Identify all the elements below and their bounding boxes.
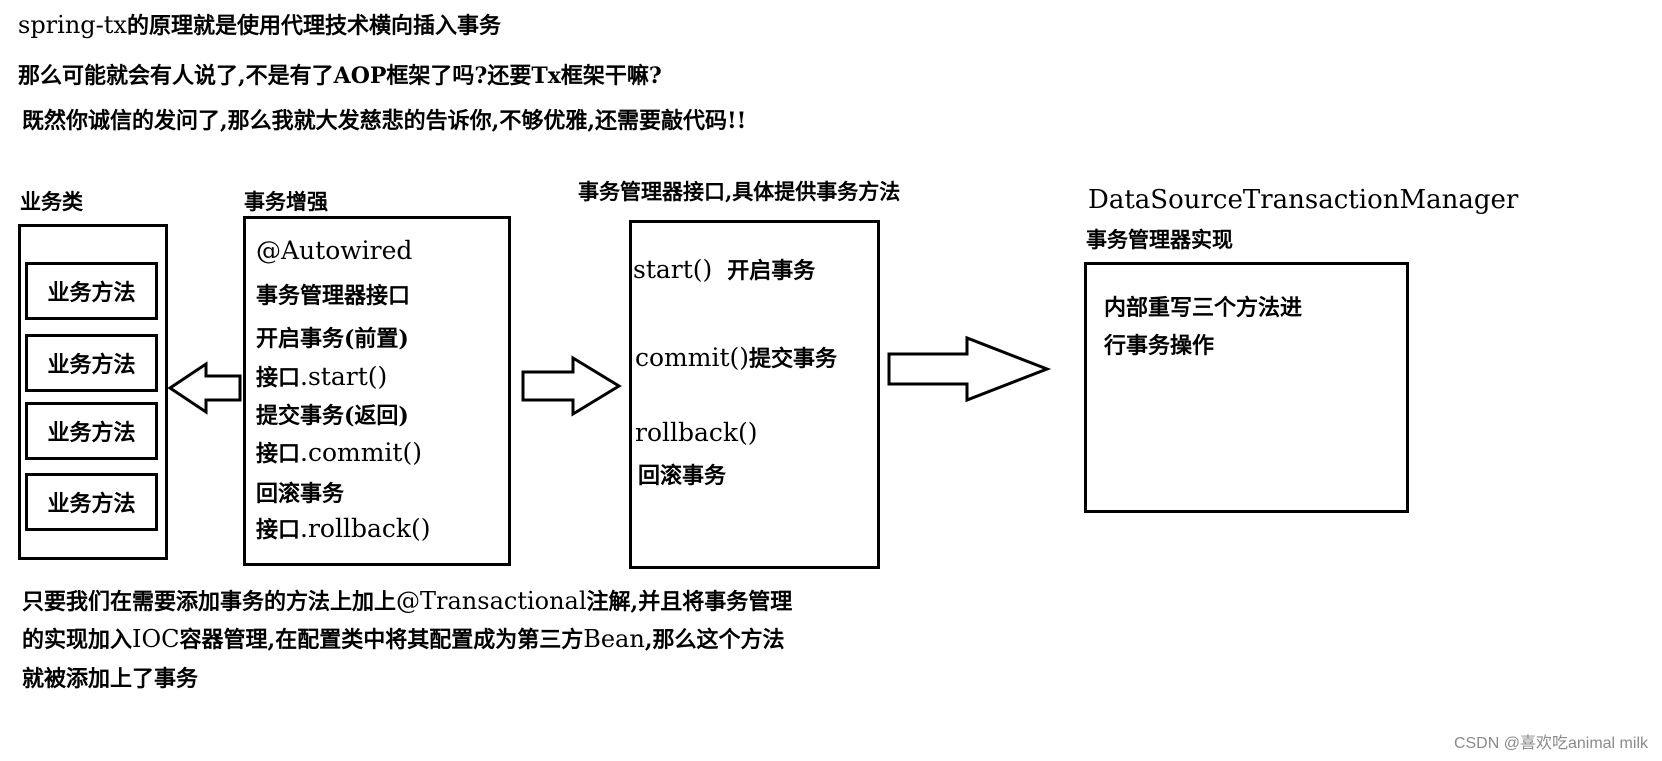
arrow-right-icon xyxy=(887,335,1052,403)
business-method-box-4: 业务方法 xyxy=(25,473,158,531)
interface-start: start() 开启事务 xyxy=(633,253,815,285)
intro-line-1-code: spring-tx xyxy=(18,11,127,39)
tx-interface-field-label: 事务管理器接口 xyxy=(256,283,411,309)
commit-call-prefix: 接口 xyxy=(256,441,301,467)
commit-call: 接口.commit() xyxy=(256,436,422,468)
conclusion-line-2: 的实现加入IOC容器管理,在配置类中将其配置成为第三方Bean,那么这个方法 xyxy=(22,622,785,654)
intro-line-1-text: 的原理就是使用代理技术横向插入事务 xyxy=(126,13,501,39)
business-method-box-2: 业务方法 xyxy=(25,334,158,392)
tx-enhance-box xyxy=(243,216,511,566)
rollback-call-prefix: 接口 xyxy=(256,517,301,543)
rollback-call: 接口.rollback() xyxy=(256,512,431,544)
transactional-annotation: @Transactional xyxy=(396,587,587,615)
ioc-text: IOC xyxy=(132,625,180,653)
rollback-tx-label: 回滚事务 xyxy=(256,481,345,507)
conclusion-line-2-a: 的实现加入 xyxy=(22,627,133,653)
start-call-method: .start() xyxy=(300,362,388,391)
interface-start-code: start() xyxy=(633,255,713,284)
start-call-prefix: 接口 xyxy=(256,365,301,391)
business-method-box-3: 业务方法 xyxy=(25,402,158,460)
conclusion-line-1-b: 注解,并且将事务管理 xyxy=(586,589,793,615)
business-class-heading: 业务类 xyxy=(20,189,83,214)
conclusion-line-1-a: 只要我们在需要添加事务的方法上加上 xyxy=(22,589,397,615)
arrow-left-icon xyxy=(167,361,242,415)
commit-call-method: .commit() xyxy=(300,438,422,467)
autowired-annotation: @Autowired xyxy=(256,236,413,265)
impl-desc-line-2: 行事务操作 xyxy=(1104,333,1215,359)
csdn-watermark: CSDN @喜欢吃animal milk xyxy=(1453,735,1648,752)
tx-interface-heading: 事务管理器接口,具体提供事务方法 xyxy=(578,179,901,204)
tx-enhance-heading: 事务增强 xyxy=(244,189,328,214)
commit-tx-label: 提交事务(返回) xyxy=(256,403,409,429)
rollback-call-method: .rollback() xyxy=(300,514,431,543)
interface-commit-code: commit() xyxy=(635,343,750,372)
intro-line-2: 那么可能就会有人说了,不是有了AOP框架了吗?还要Tx框架干嘛? xyxy=(18,63,662,89)
start-call: 接口.start() xyxy=(256,360,387,392)
interface-rollback-desc: 回滚事务 xyxy=(638,463,727,489)
intro-line-1: spring-tx的原理就是使用代理技术横向插入事务 xyxy=(18,8,501,40)
impl-class-name: DataSourceTransactionManager xyxy=(1088,185,1519,215)
conclusion-line-2-b: 容器管理,在配置类中将其配置成为第三方 xyxy=(179,627,584,653)
conclusion-line-1: 只要我们在需要添加事务的方法上加上@Transactional注解,并且将事务管… xyxy=(22,584,792,616)
tx-interface-box xyxy=(629,220,880,569)
business-method-box-1: 业务方法 xyxy=(25,262,158,320)
intro-line-3: 既然你诚信的发问了,那么我就大发慈悲的告诉你,不够优雅,还需要敲代码!! xyxy=(22,108,747,134)
arrow-right-icon xyxy=(521,355,622,417)
impl-desc-line-1: 内部重写三个方法进 xyxy=(1104,295,1303,321)
begin-tx-label: 开启事务(前置) xyxy=(256,326,409,352)
interface-commit-desc: 提交事务 xyxy=(749,346,838,372)
impl-subtitle: 事务管理器实现 xyxy=(1086,227,1233,252)
conclusion-line-3: 就被添加上了事务 xyxy=(22,666,199,692)
conclusion-line-2-c: ,那么这个方法 xyxy=(644,627,785,653)
interface-rollback-code: rollback() xyxy=(635,418,758,447)
interface-commit: commit()提交事务 xyxy=(635,341,837,373)
interface-start-desc: 开启事务 xyxy=(727,258,816,284)
bean-text: Bean xyxy=(583,625,645,653)
tx-impl-box xyxy=(1084,262,1409,513)
